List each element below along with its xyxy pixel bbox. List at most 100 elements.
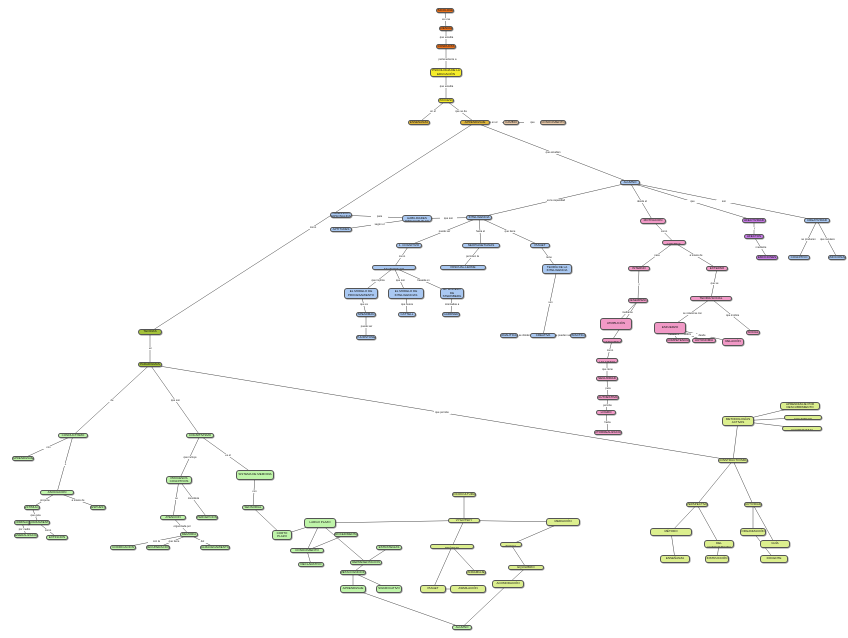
concept-node-n7[interactable]: APRENDIZAJE (460, 120, 490, 125)
concept-node-n33[interactable]: INTERNO (628, 266, 650, 271)
concept-node-n92[interactable]: ASIMILACIÓN (450, 585, 486, 593)
concept-node-n71[interactable]: MEMORIA (180, 532, 198, 537)
concept-node-n44[interactable]: RELACIÓN (722, 338, 744, 346)
concept-node-n98[interactable]: APRENDIZAJE POR DESCUBRIMIENTO (780, 402, 820, 410)
concept-node-n55[interactable]: TEORÍAS (138, 329, 162, 335)
concept-node-n99[interactable]: ESTRATEGIAS COGNITIVAS (784, 415, 822, 420)
concept-node-n82[interactable]: APRENDIZAJE (340, 585, 366, 593)
concept-node-n106[interactable]: GUÍA (760, 540, 790, 548)
concept-node-n74[interactable]: ALMACENAMIENTO (200, 545, 230, 550)
concept-node-n107[interactable]: ENSEÑANZA (660, 555, 690, 563)
concept-node-n105[interactable]: ORGANIZACIÓN (740, 528, 766, 536)
concept-node-n79[interactable]: CONOCIMIENTO (290, 548, 324, 553)
concept-node-n47[interactable]: LOGRO (596, 410, 616, 415)
concept-node-n32[interactable]: LOCUS DE CONTROL (662, 240, 686, 245)
concept-node-n91[interactable]: PIAGET (420, 585, 446, 593)
concept-node-n100[interactable]: APRENDIZAJE COOPERATIVO (782, 426, 822, 431)
concept-node-n9[interactable]: CONOCIMIENTO (540, 120, 566, 125)
concept-node-n88[interactable]: VYGOTSKY (448, 518, 480, 523)
concept-node-n35[interactable]: TEORÍA SOCIAL (690, 296, 732, 301)
concept-node-n2[interactable]: CIENCIA (439, 26, 453, 31)
concept-node-n84[interactable]: REPRESENTACIÓN (350, 560, 382, 565)
concept-node-n3[interactable]: CONDUCTA (436, 44, 456, 49)
concept-node-n18[interactable]: LOS MODELOS FACTORIALES (372, 265, 416, 270)
concept-node-n53[interactable]: COGNITIVO (788, 255, 810, 260)
concept-node-n67[interactable]: GENERALIZACIÓN (14, 533, 38, 538)
concept-node-n85[interactable]: METACOGNICIÓN (340, 570, 366, 575)
concept-node-n21[interactable]: EL MODELO DE STERNBERG (440, 288, 464, 299)
concept-node-n40[interactable]: TEORÍA DE LAS METAS (596, 358, 618, 363)
concept-node-n51[interactable]: EMOCIONES (756, 255, 778, 260)
concept-node-n109[interactable]: DOCENTE (760, 555, 788, 563)
concept-node-n29[interactable]: CREATIVA (530, 333, 556, 338)
concept-node-n68[interactable]: PROCESOS COGNITIVOS (166, 476, 192, 484)
concept-node-n61[interactable]: ASOCIACIÓN (40, 490, 74, 495)
concept-node-n76[interactable]: SENSORIAL (242, 505, 264, 510)
concept-node-n63[interactable]: RESPUESTA (90, 505, 106, 510)
concept-node-n62[interactable]: ESTÍMULO (24, 505, 40, 510)
concept-node-n20[interactable]: EL MODELO DE INTELIGENCIAS (388, 288, 424, 299)
concept-node-n110[interactable]: ALUMNO (452, 625, 472, 630)
concept-node-n37[interactable]: ATRIBUCIÓN (600, 318, 632, 330)
concept-node-n83[interactable]: SIGNIFICATIVO (376, 585, 402, 593)
concept-node-n48[interactable]: AUTORREALIZACIÓN (594, 430, 622, 435)
concept-node-n39[interactable]: TEORÍA DE LA AUTODETERMINACIÓN (602, 338, 622, 343)
concept-node-n50[interactable]: AFECTOS (744, 234, 764, 239)
concept-node-n56[interactable]: PARADIGMAS (138, 362, 162, 367)
concept-node-n13[interactable]: LAS HABILIDADES INTELECTUALES (402, 215, 432, 222)
concept-node-n25[interactable]: THURSTONE (356, 335, 376, 340)
concept-node-n46[interactable]: AUTOESTIMA (597, 395, 619, 400)
concept-node-n23[interactable]: CATTELL (398, 312, 416, 317)
concept-node-n42[interactable]: COMPETENCIA (666, 338, 690, 343)
concept-node-n95[interactable]: MEDIACIÓN (546, 518, 580, 526)
concept-node-n4[interactable]: PSICOLOGÍA DE LA EDUCACIÓN (430, 68, 462, 77)
concept-node-n81[interactable]: PROCEDIMENTAL (334, 532, 358, 537)
concept-node-n43[interactable]: AUTONOMÍA (692, 338, 716, 343)
concept-node-n108[interactable]: INSTRUCCIÓN (705, 555, 729, 563)
concept-node-n59[interactable]: CONSTRUCTIVISMO (718, 458, 748, 463)
concept-node-n96[interactable]: INTERACCIÓN SOCIAL (500, 542, 522, 547)
concept-node-n54[interactable]: EMOCIONAL (828, 255, 846, 260)
concept-node-n15[interactable]: 1. COGNITIVO (396, 243, 422, 248)
concept-node-n102[interactable]: ACTIVIDAD (744, 502, 762, 507)
concept-node-n8[interactable]: CAMBIO (503, 120, 519, 125)
concept-node-n11[interactable]: DIMENSIÓN PERSONALIDAD (330, 212, 352, 218)
concept-node-n65[interactable]: EXTINCIÓN (46, 535, 68, 540)
concept-node-n69[interactable]: ATENCIÓN (160, 515, 186, 520)
concept-node-n77[interactable]: CORTO PLAZO (272, 530, 292, 540)
concept-node-n49[interactable]: AFECTIVIDAD (742, 218, 766, 223)
concept-node-n26[interactable]: PASCUAL-LEONE (440, 265, 486, 270)
concept-node-n6[interactable]: ENSEÑANZA (408, 120, 430, 125)
concept-node-n86[interactable]: ESTRATEGIAS (376, 545, 402, 550)
concept-node-n75[interactable]: SISTEMA DE MEMORIA (236, 470, 274, 480)
concept-node-n14[interactable]: INTELIGENCIA (466, 215, 492, 220)
concept-node-n34[interactable]: EXTERNO (706, 266, 728, 271)
concept-node-n89[interactable]: ZONA DE DESARROLLO PRÓXIMO (430, 544, 474, 549)
concept-node-n36[interactable]: DESEMPEÑO (628, 298, 648, 303)
concept-node-n104[interactable]: CONSTRUCCIÓN DEL CONOCIMIENTO (704, 540, 734, 548)
concept-node-n41[interactable]: SOCIAL (746, 330, 760, 335)
concept-node-n58[interactable]: COGNITIVISMO (186, 433, 214, 438)
concept-node-n52[interactable]: CREATIVIDAD (804, 218, 830, 223)
concept-node-n72[interactable]: RECUPERACIÓN (146, 545, 170, 550)
concept-node-n80[interactable]: DECLARATIVO (298, 562, 324, 567)
concept-node-n16[interactable]: NEOPIAGETIANAS (462, 243, 500, 248)
concept-node-n31[interactable]: MOTIVACIÓN (640, 218, 666, 224)
concept-node-n90[interactable]: ANDAMIAJE (466, 570, 486, 575)
concept-node-n28[interactable]: ANALÍTICA (500, 333, 518, 338)
concept-node-n17[interactable]: PIAGET (530, 243, 550, 248)
concept-node-n78[interactable]: LARGO PLAZO (304, 518, 336, 528)
concept-node-n45[interactable]: SEGURIDAD (596, 376, 618, 381)
concept-node-n97[interactable]: METODOLOGÍAS ACTIVAS (722, 416, 754, 426)
concept-node-n19[interactable]: EL MODELO DE PROCESAMIENTO (344, 288, 378, 299)
concept-node-n27[interactable]: TEORÍA DE LA INTELIGENCIA (542, 264, 572, 274)
concept-node-n1[interactable]: PSICOLOGIA (436, 8, 454, 13)
concept-node-n22[interactable]: SPEARMAN (356, 312, 376, 317)
concept-node-n103[interactable]: MÉTODO (650, 528, 692, 536)
concept-node-n60[interactable]: APRENDIZAJE (12, 456, 34, 461)
concept-node-n30[interactable]: PRÁCTICA (570, 333, 586, 338)
concept-node-n70[interactable]: PERCEPCIÓN (196, 515, 218, 520)
concept-node-n87[interactable]: SOCIOCULTURAL (452, 492, 476, 497)
concept-node-n10[interactable]: ALUMNO (620, 180, 640, 185)
concept-node-n5[interactable]: PROCESO (438, 98, 454, 103)
